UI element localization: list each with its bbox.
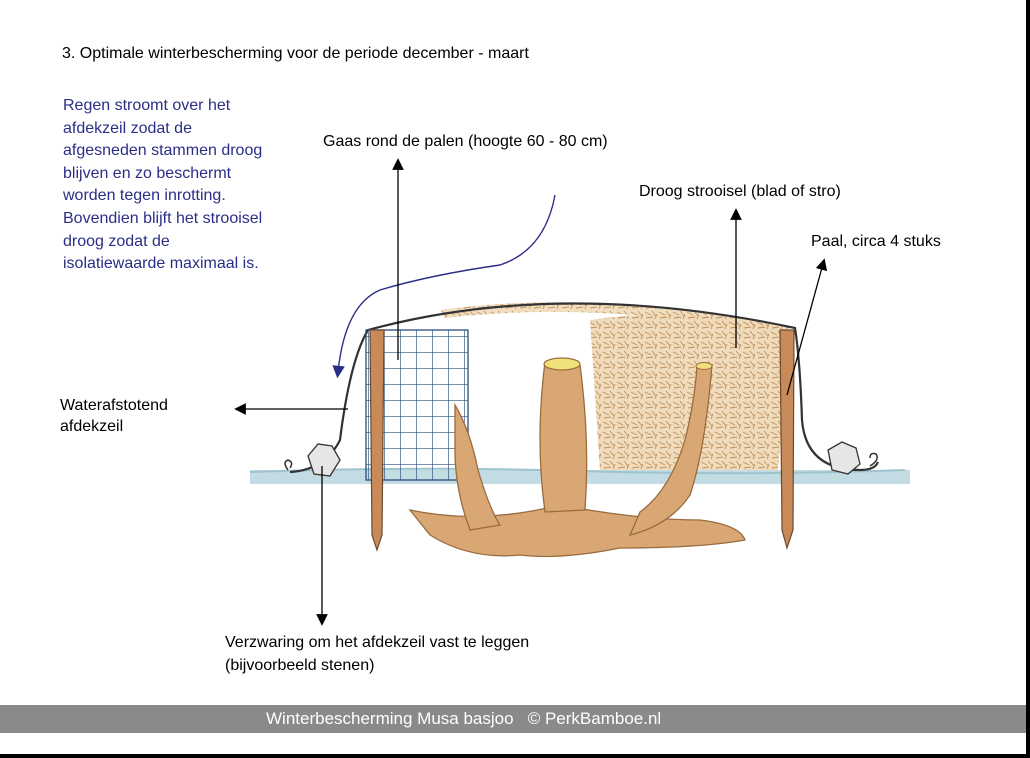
label-strooisel: Droog strooisel (blad of stro) bbox=[639, 183, 841, 200]
stem-center-cut bbox=[543, 357, 581, 371]
stone-right bbox=[827, 441, 861, 475]
footer-bar: Winterbescherming Musa basjoo © PerkBamb… bbox=[0, 705, 1026, 733]
pole-left bbox=[369, 329, 385, 552]
straw-top bbox=[440, 302, 790, 335]
wire-mesh-border bbox=[365, 329, 469, 481]
label-verzwaring: Verzwaring om het afdekzeil vast te legg… bbox=[225, 631, 529, 677]
page-title: 3. Optimale winterbescherming voor de pe… bbox=[62, 45, 529, 62]
frame-border-bottom bbox=[0, 754, 1030, 758]
arrow-paal bbox=[786, 258, 828, 396]
stem-right-cut bbox=[695, 362, 713, 370]
tarp-curl-left bbox=[284, 459, 293, 471]
stone-left bbox=[307, 443, 341, 477]
label-verzwaring-line2: (bijvoorbeeld stenen) bbox=[225, 657, 375, 674]
label-afdekzeil-line2: afdekzeil bbox=[60, 418, 124, 435]
rain-flow-arrow bbox=[332, 194, 556, 379]
stem-center bbox=[539, 358, 588, 513]
tarp-curl-right bbox=[869, 452, 878, 467]
label-afdekzeil-line1: Waterafstotend bbox=[60, 397, 168, 414]
rain-note: Regen stroomt over het afdekzeil zodat d… bbox=[63, 97, 263, 273]
pole-right bbox=[779, 329, 795, 551]
stem-right bbox=[628, 364, 713, 536]
label-verzwaring-line1: Verzwaring om het afdekzeil vast te legg… bbox=[225, 634, 530, 651]
label-afdekzeil: Waterafstotend afdekzeil bbox=[60, 395, 168, 437]
label-gaas: Gaas rond de palen (hoogte 60 - 80 cm) bbox=[323, 133, 608, 150]
label-paal: Paal, circa 4 stuks bbox=[811, 233, 941, 250]
stem-left bbox=[454, 402, 502, 531]
stem-base bbox=[408, 504, 746, 558]
straw-fill bbox=[590, 314, 790, 470]
frame-border-right bbox=[1026, 0, 1030, 758]
footer-text: Winterbescherming Musa basjoo © PerkBamb… bbox=[266, 709, 662, 728]
